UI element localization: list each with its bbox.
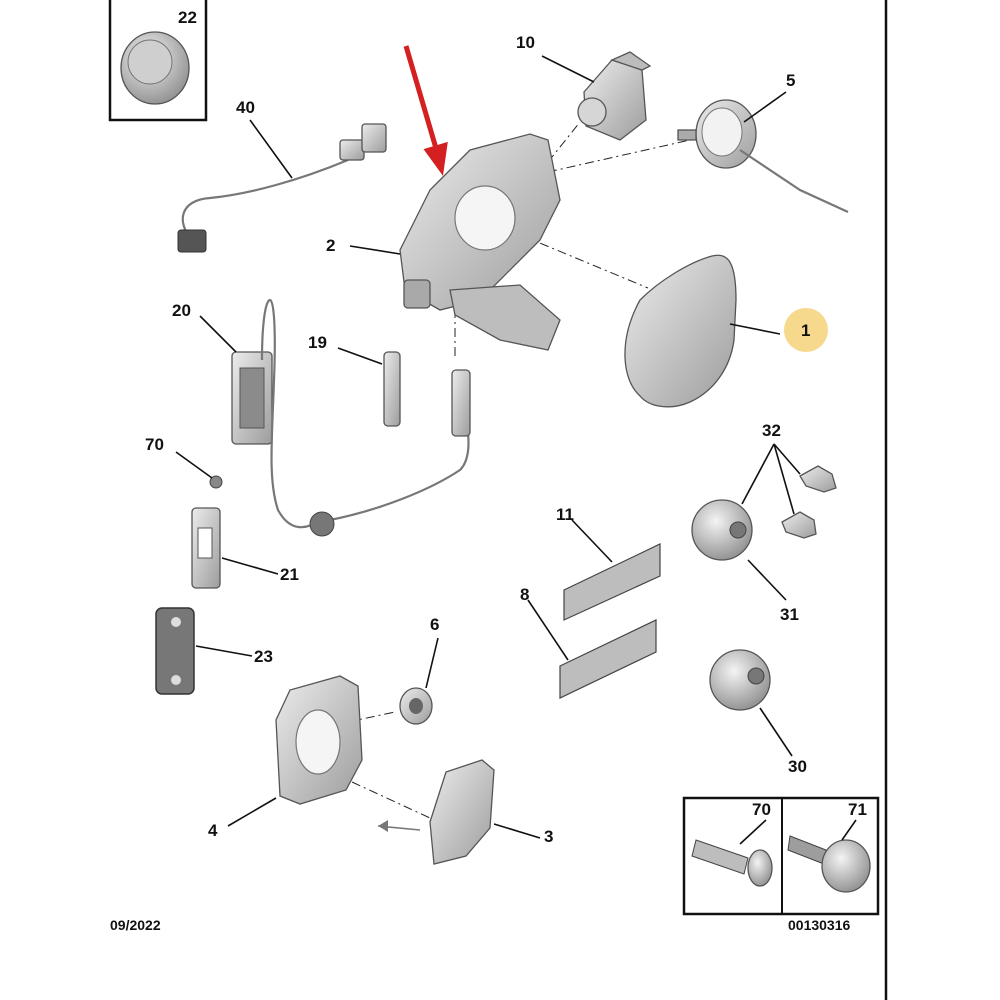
plunger-icon [383,351,471,437]
callout-10: 10 [516,33,535,52]
wiring-harness-icon [177,123,387,253]
strip-11-icon [563,543,661,621]
callout-31: 31 [780,605,799,624]
filler-housing-icon [399,133,561,351]
rivet-icon [787,835,871,893]
callout-71: 71 [848,800,867,819]
locking-fuel-cap-icon [691,499,753,561]
callout-22: 22 [178,8,197,27]
seal-6-icon [399,687,433,725]
fuel-cap-icon [709,649,771,711]
callout-8: 8 [520,585,529,604]
callout-70-upper: 70 [145,435,164,454]
callout-3: 3 [544,827,553,846]
callout-40: 40 [236,98,255,117]
callout-4: 4 [208,821,218,840]
callout-70-inset: 70 [752,800,771,819]
callout-20: 20 [172,301,191,320]
fuel-flap-door-icon [624,254,737,408]
callout-2: 2 [326,236,335,255]
callout-32: 32 [762,421,781,440]
strip-8-icon [559,619,657,699]
callout-1: 1 [801,321,810,340]
flap-lock-icon [231,298,470,537]
callout-23: 23 [254,647,273,666]
callout-30: 30 [788,757,807,776]
filler-ring-icon [677,99,849,213]
cover-3-icon [377,759,495,865]
red-pointer-arrow [403,45,448,176]
callout-11: 11 [556,505,574,524]
small-screw-icon [209,475,223,489]
callout-19: 19 [308,333,327,352]
callout-5: 5 [786,71,795,90]
part-1-highlight [784,308,828,352]
leader-lines [175,55,857,845]
lock-actuator-icon [577,51,652,141]
footer-reference: 00130316 [788,917,851,933]
plate-21-icon [191,507,221,589]
gasket-23-icon [155,607,195,695]
callout-6: 6 [430,615,439,634]
key-icon [781,465,837,539]
callout-21: 21 [280,565,299,584]
inset-frame-22 [108,0,208,122]
grommet-icon [120,31,190,105]
housing-bezel-icon [275,675,363,805]
footer-date: 09/2022 [110,917,161,933]
screw-icon [691,839,773,887]
